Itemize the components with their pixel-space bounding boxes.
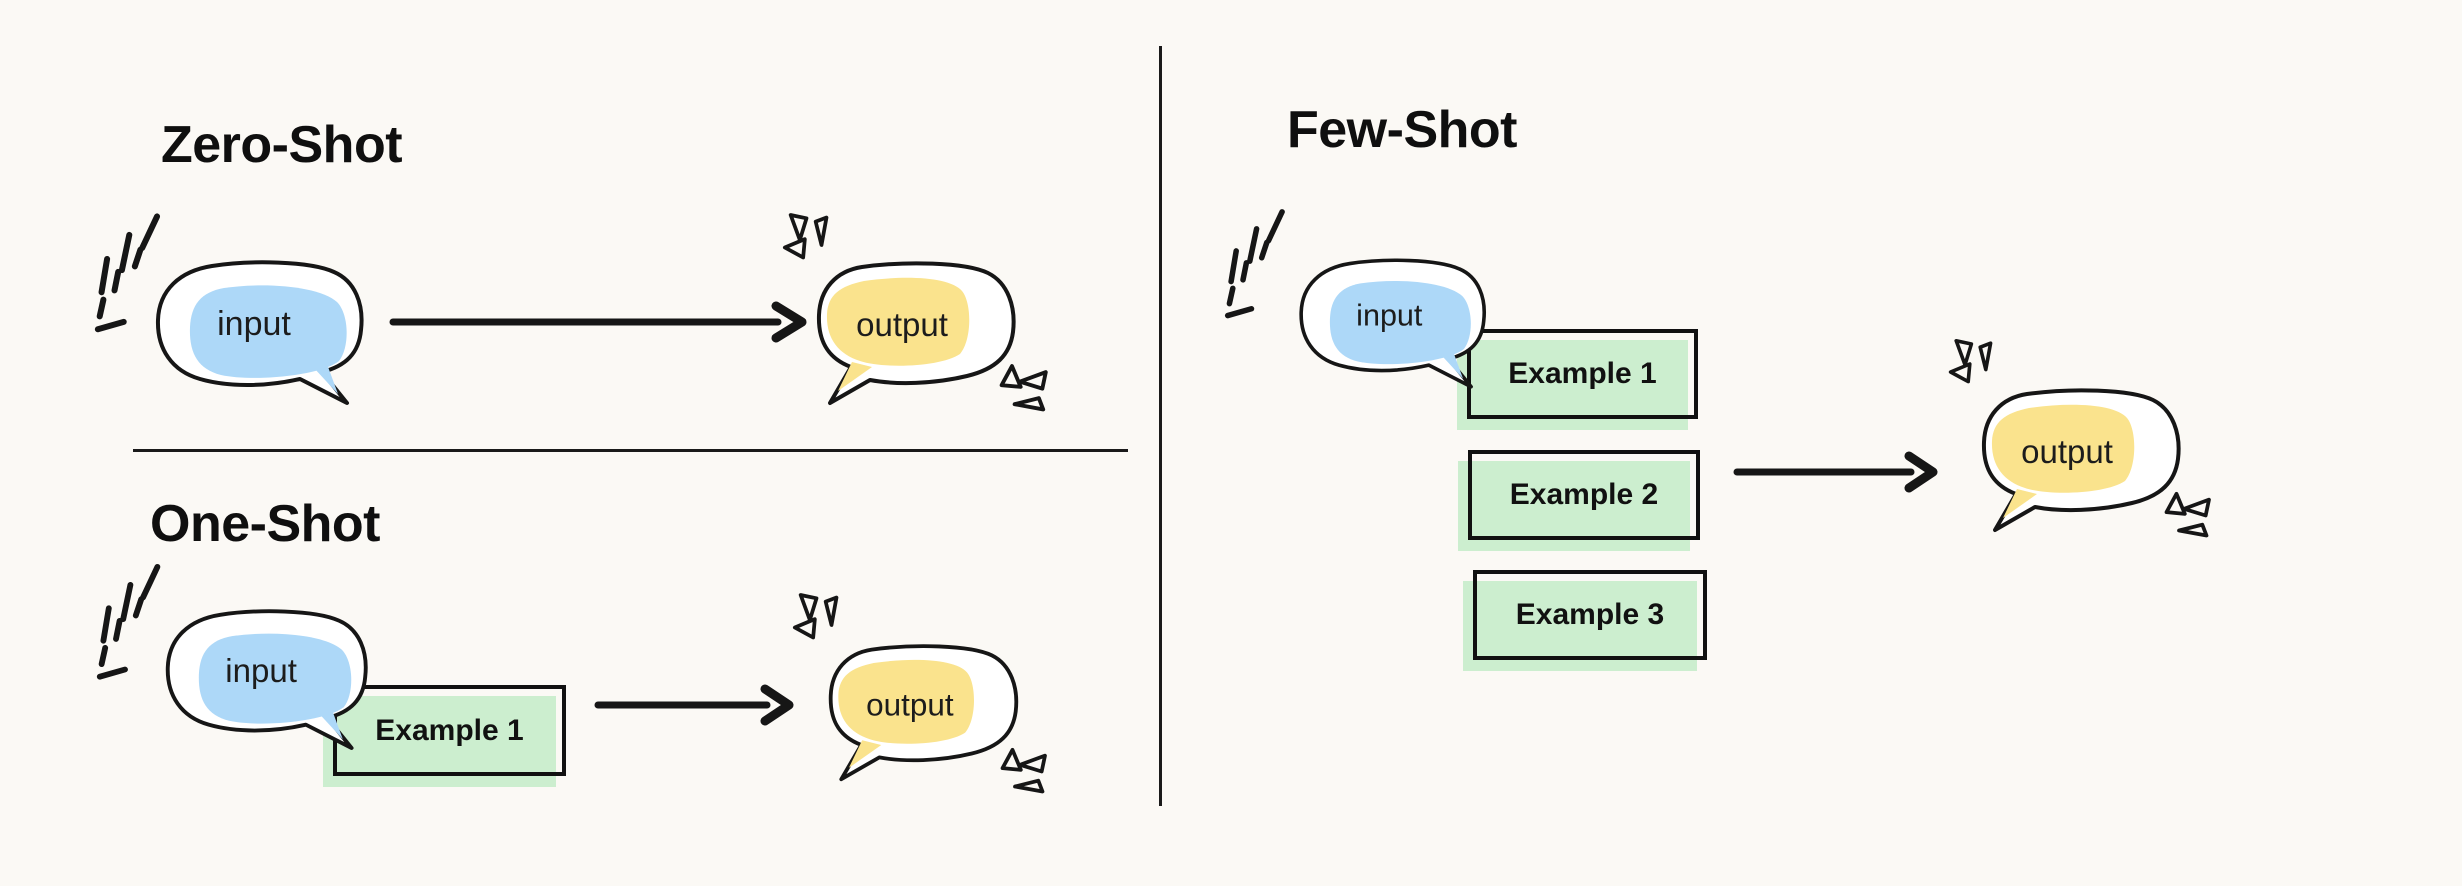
example-label: Example 1: [1508, 357, 1657, 390]
example-label: Example 3: [1515, 598, 1665, 631]
zero-shot-title: Zero-Shot: [161, 116, 403, 174]
one-shot-output-label: output: [866, 687, 954, 722]
sparkle-icon: [2164, 491, 2211, 538]
few-shot-example-box-2: Example 2: [1458, 450, 1700, 551]
zero-shot-arrow: [389, 301, 807, 343]
one-shot-input-label: input: [225, 653, 297, 690]
one-shot-arrow: [594, 684, 794, 726]
few-shot-output-label: output: [2021, 433, 2113, 470]
few-shot-example-box-1: Example 1: [1457, 329, 1698, 430]
few-shot-output-bubble: output: [1981, 388, 2181, 532]
example-box-border: Example 3: [1473, 570, 1707, 660]
example-label: Example 2: [1509, 478, 1659, 511]
few-shot-example-box-3: Example 3: [1463, 570, 1707, 671]
zero-shot-output-bubble: output: [816, 261, 1016, 405]
one-shot-title: One-Shot: [150, 495, 380, 553]
zero-shot-output-label: output: [856, 306, 948, 343]
sparkle-icon: [1000, 747, 1047, 794]
example-box-border: Example 2: [1468, 450, 1700, 540]
few-shot-input-label: input: [1356, 299, 1423, 333]
sparkle-icon: [792, 593, 839, 640]
one-shot-output-bubble: output: [828, 644, 1019, 782]
example-box-shadow: [323, 696, 556, 787]
emphasis-burst-icon: [1226, 205, 1294, 319]
horizontal-divider: [133, 449, 1128, 452]
zero-shot-input-label: input: [217, 305, 291, 343]
example-box-border: Example 1: [1467, 329, 1698, 419]
sparkle-icon: [1948, 338, 1993, 384]
sparkle-icon: [999, 364, 1048, 412]
one-shot-input-bubble: input: [165, 609, 368, 750]
zero-shot-input-bubble: input: [155, 260, 364, 405]
few-shot-title: Few-Shot: [1287, 101, 1517, 159]
vertical-divider: [1159, 46, 1162, 806]
few-shot-arrow: [1733, 451, 1938, 493]
example-label: Example 1: [375, 713, 524, 747]
few-shot-input-bubble: input: [1299, 258, 1487, 389]
sparkle-icon: [782, 213, 829, 260]
